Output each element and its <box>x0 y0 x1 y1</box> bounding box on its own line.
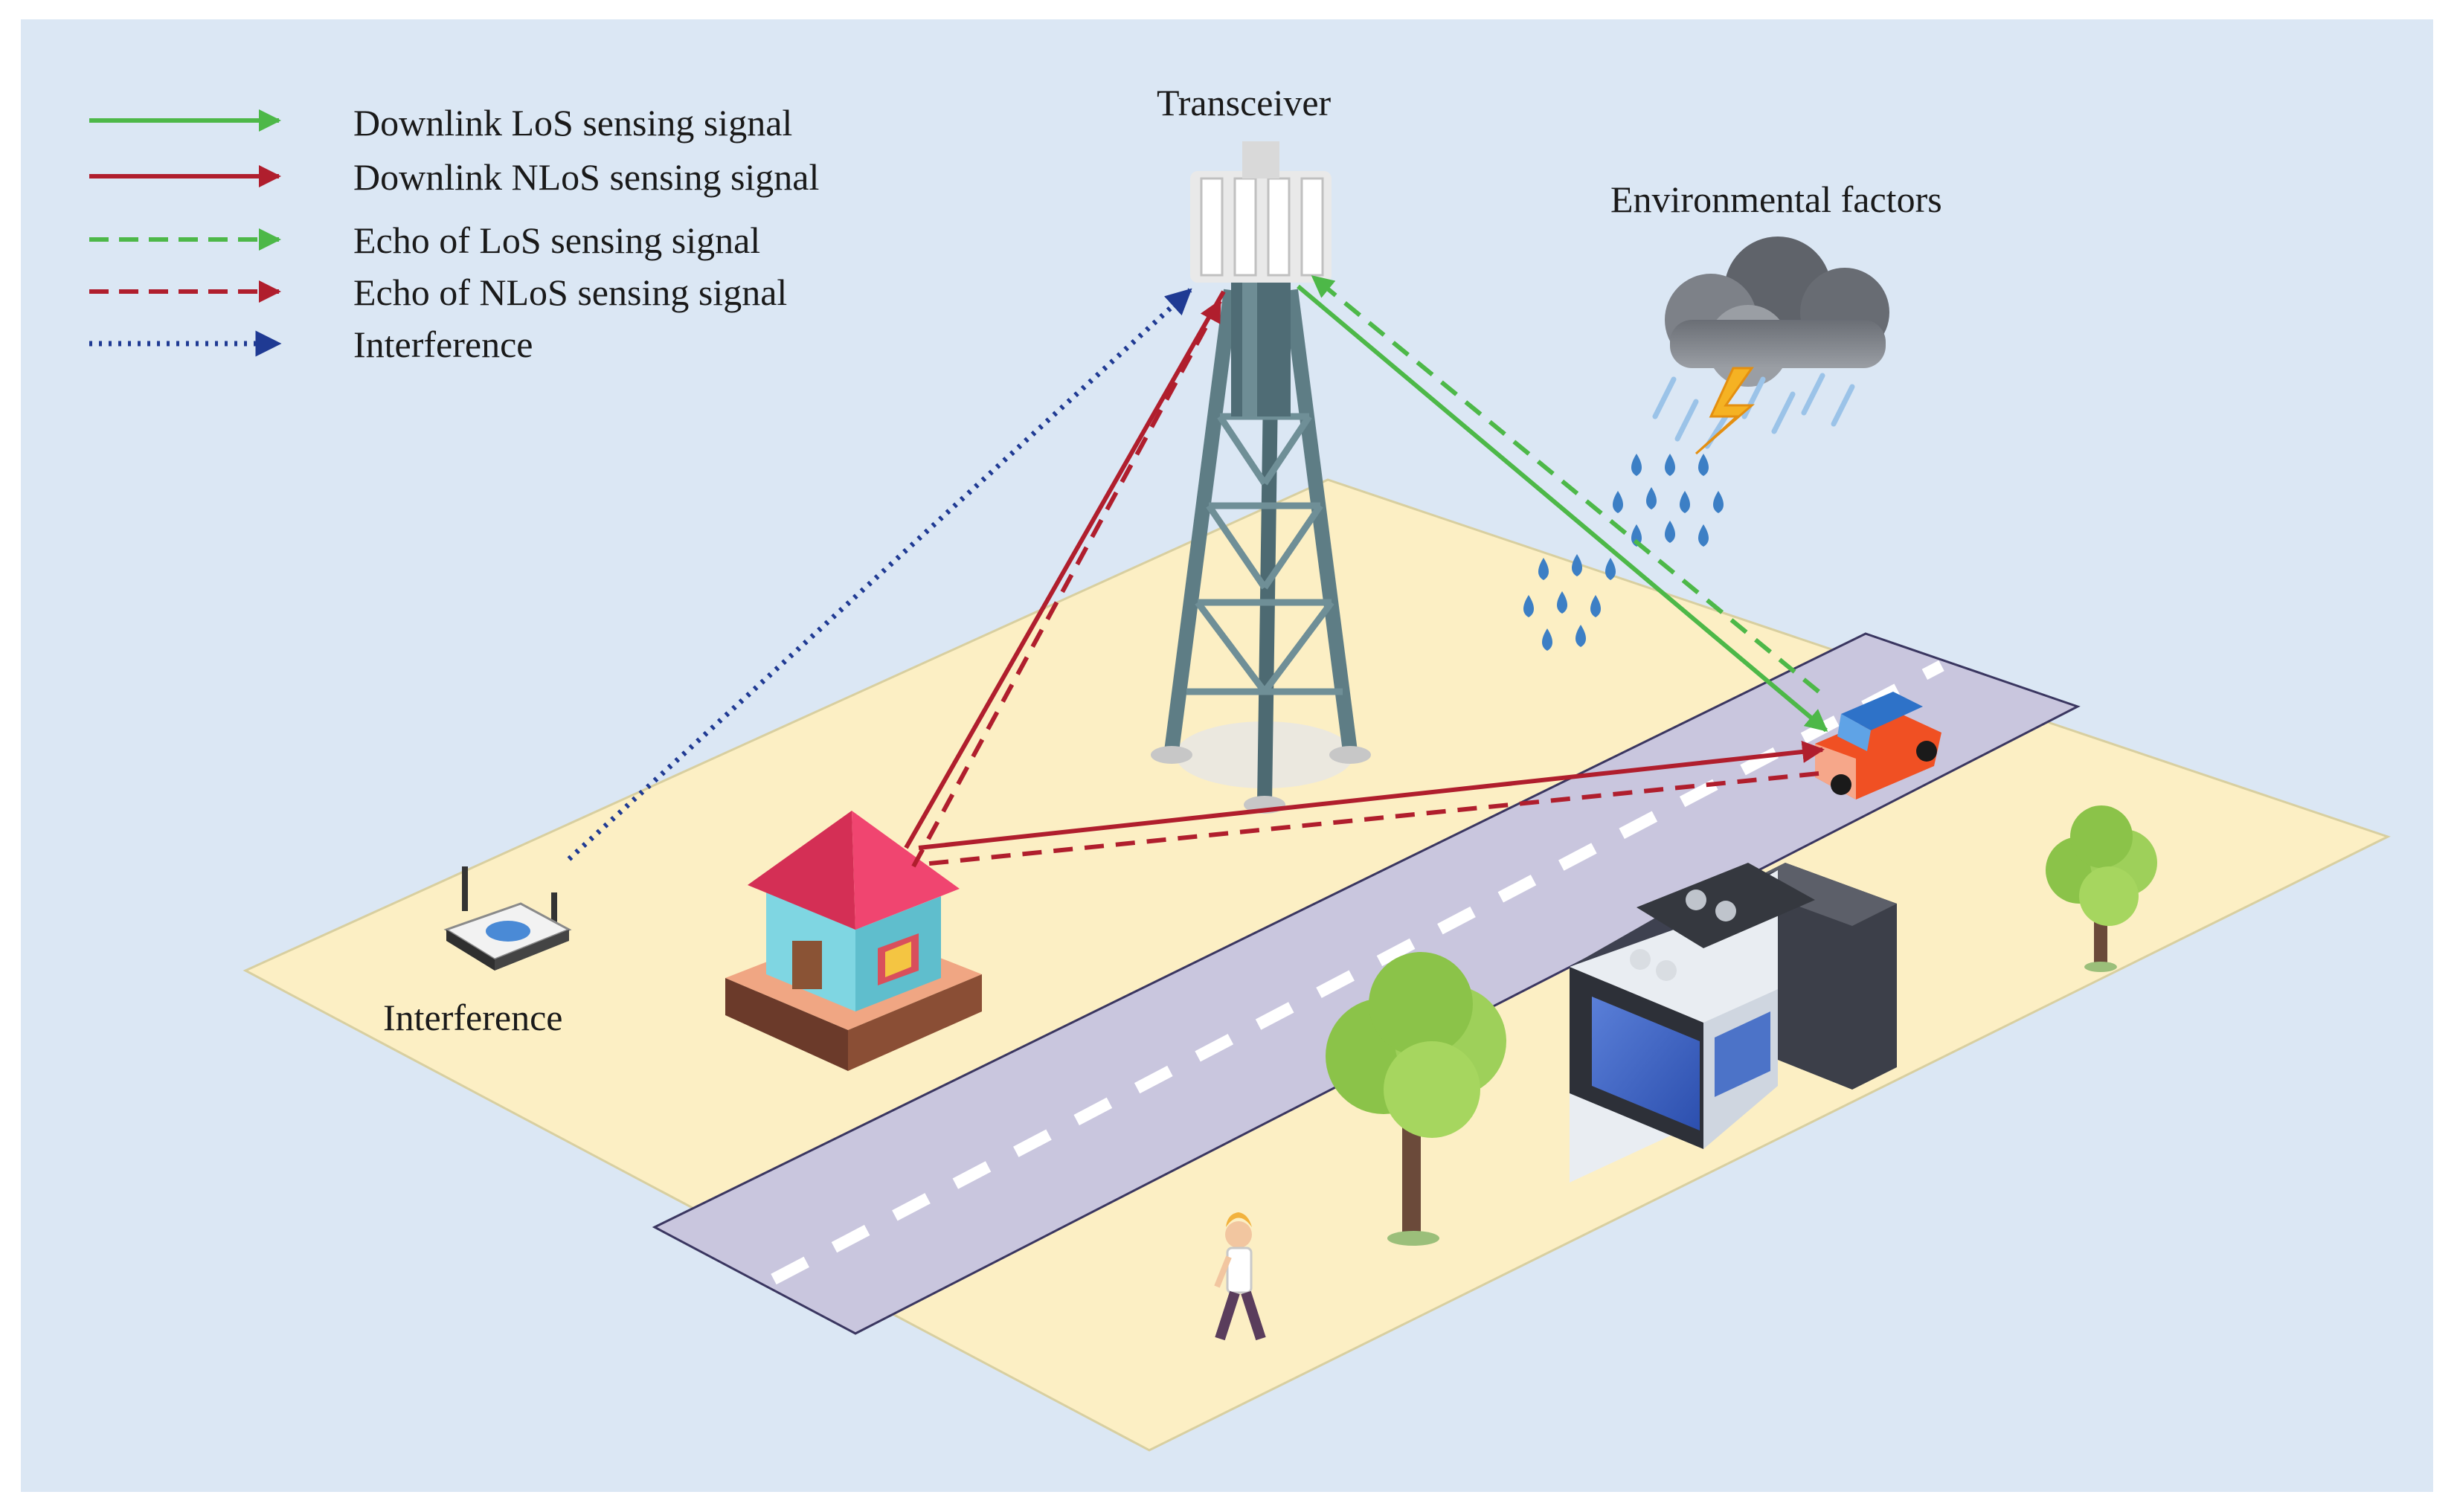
downlink-nlos-house-to-car <box>918 741 1825 850</box>
downlink-los-tower-to-car <box>1297 284 1828 733</box>
legend-label: Echo of LoS sensing signal <box>353 219 760 261</box>
legend-item-echo-los: Echo of LoS sensing signal <box>89 219 760 261</box>
legend-label: Interference <box>353 324 533 365</box>
pedestrian-icon <box>1214 1212 1266 1341</box>
house-icon <box>725 811 982 1071</box>
car-icon <box>1815 692 1941 800</box>
legend: Downlink LoS sensing signal Downlink NLo… <box>89 102 819 365</box>
tree-icon <box>1326 952 1506 1246</box>
legend-label: Echo of NLoS sensing signal <box>353 271 787 313</box>
legend-label: Downlink NLoS sensing signal <box>353 156 819 198</box>
rain-streaks <box>1652 373 1855 449</box>
office-building-icon <box>1570 863 1897 1183</box>
transceiver-label: Transceiver <box>1157 82 1332 123</box>
legend-label: Downlink LoS sensing signal <box>353 102 792 144</box>
legend-item-interference: Interference <box>89 324 533 365</box>
echo-nlos-car-to-house <box>922 771 1819 866</box>
lightning-icon <box>1695 367 1756 455</box>
echo-nlos-house-to-tower <box>911 299 1222 868</box>
road <box>652 632 2081 1335</box>
legend-item-downlink-nlos: Downlink NLoS sensing signal <box>89 156 819 198</box>
tree-icon <box>2046 805 2157 972</box>
legend-item-echo-nlos: Echo of NLoS sensing signal <box>89 271 787 313</box>
storm-cloud-icon <box>1665 237 1889 387</box>
raindrop-icon <box>1523 454 1724 651</box>
echo-los-car-to-tower <box>1311 274 1820 694</box>
interference-source-label: Interference <box>383 997 562 1038</box>
router-icon <box>443 866 572 971</box>
cell-tower-icon <box>1151 141 1371 814</box>
environmental-factors-label: Environmental factors <box>1610 178 1942 220</box>
downlink-nlos-tower-to-house <box>904 290 1226 849</box>
legend-item-downlink-los: Downlink LoS sensing signal <box>89 102 792 144</box>
